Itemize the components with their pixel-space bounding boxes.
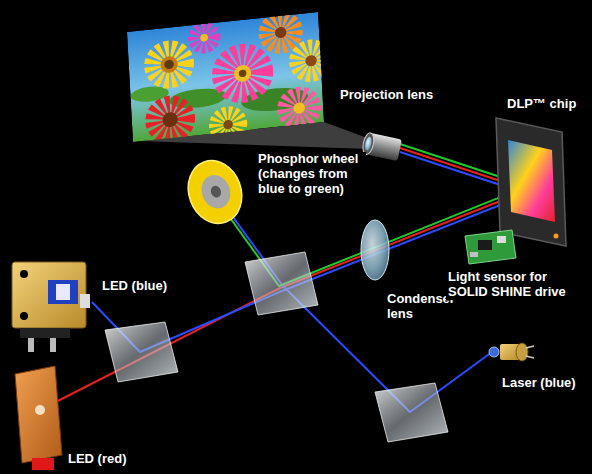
projected-image [194, 28, 214, 48]
part-label: Projection lens [338, 88, 435, 103]
projected-image [223, 120, 233, 130]
blue-led-module [20, 270, 28, 278]
blue-led-module [50, 338, 56, 352]
projected-image [293, 102, 305, 114]
red-led-module [15, 366, 62, 463]
projected-image [153, 48, 185, 81]
part-label: Phosphor wheel (changes from blue to gre… [256, 152, 366, 197]
light-sensor-board [465, 230, 516, 264]
projected-image [162, 112, 178, 128]
projection-lens [364, 136, 373, 151]
blue-led-module [80, 294, 90, 308]
phosphor-wheel [180, 153, 251, 231]
dichroic-mirror [245, 252, 318, 315]
projected-image [200, 34, 208, 42]
part-label: Light sensor for SOLID SHINE drive [446, 270, 588, 300]
projected-image [160, 55, 178, 73]
phosphor-wheel [197, 171, 235, 213]
laser-beam [215, 192, 492, 412]
blue-led-module [12, 262, 90, 352]
blue-led-module [56, 284, 70, 300]
phosphor-wheel [209, 184, 223, 199]
blue-led-module [12, 262, 86, 328]
phosphor-wheel [180, 153, 251, 231]
blue-laser [489, 343, 534, 361]
red-led-module [35, 405, 45, 415]
projected-image [164, 59, 174, 69]
blue-led-module [48, 280, 78, 304]
light-sensor-board [465, 230, 516, 264]
blue-laser [516, 343, 528, 361]
part-label: LED (red) [66, 452, 129, 467]
dlp-chip [508, 140, 555, 222]
condenser-lens [361, 220, 389, 280]
blue-led-module [28, 338, 34, 352]
light-sensor-board [470, 252, 478, 257]
projected-image [297, 46, 324, 74]
blue-laser [526, 356, 534, 358]
projected-image [275, 26, 287, 38]
red-beam [40, 190, 528, 410]
blue-led-module [20, 328, 70, 338]
part-label: DLP™ chip [505, 97, 578, 112]
projected-image [234, 64, 252, 82]
projected-image [154, 103, 186, 136]
dichroic-mirror [105, 322, 178, 382]
projection-lens [361, 132, 402, 161]
projected-image [222, 53, 262, 94]
part-label: LED (blue) [100, 279, 169, 294]
blue-laser [489, 347, 499, 357]
projected-image [305, 55, 317, 67]
dlp-chip [496, 118, 566, 246]
blue-led-module [20, 312, 28, 320]
light-sensor-board [497, 236, 506, 243]
dichroic-mirror [375, 383, 448, 442]
condenser-lens [361, 220, 389, 280]
projected-image [127, 12, 324, 142]
projected-image [239, 69, 247, 77]
dlp-chip [496, 118, 566, 246]
projected-image [216, 113, 240, 137]
part-label: Laser (blue) [500, 376, 578, 391]
red-led-module [15, 366, 62, 470]
projected-image [285, 94, 313, 122]
red-led-module [32, 458, 54, 470]
projected-image [127, 12, 324, 142]
blue-laser [526, 346, 534, 348]
dlp-chip [554, 234, 559, 239]
projected-image [267, 18, 295, 46]
light-sensor-board [478, 240, 492, 250]
projected-image [127, 12, 328, 146]
